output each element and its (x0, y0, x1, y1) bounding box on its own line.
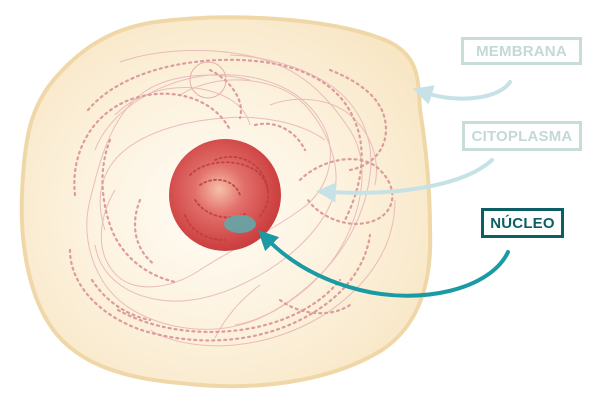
nucleus (169, 139, 281, 251)
label-membrana: MEMBRANA (461, 37, 582, 65)
nucleo-arrow (258, 230, 510, 298)
cytoplasm-dotted (68, 58, 394, 342)
citoplasma-arrow (316, 158, 494, 203)
label-nucleo: NÚCLEO (481, 208, 564, 238)
label-citoplasma: CITOPLASMA (462, 121, 582, 151)
nucleolus (224, 215, 256, 233)
organelle-circle (189, 61, 227, 99)
cytoplasm-lines (86, 49, 396, 347)
membrana-arrow (412, 80, 512, 105)
